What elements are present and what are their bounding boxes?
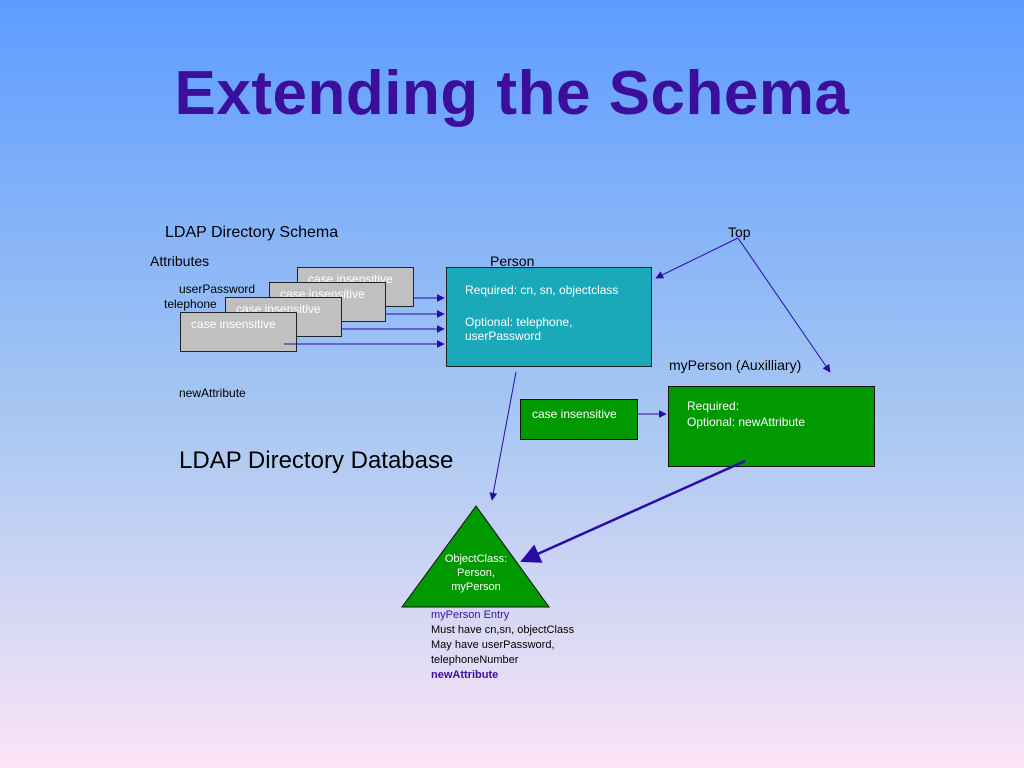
entry-must-have: Must have cn,sn, objectClass: [431, 624, 575, 636]
slide-title: Extending the Schema: [174, 59, 850, 128]
myperson-required: Required:: [687, 399, 740, 413]
myperson-to-entry-arrow: [520, 459, 746, 563]
myperson-optional: Optional: newAttribute: [687, 415, 806, 429]
person-to-entry-arrow: [489, 371, 517, 501]
triangle-line-2: Person,: [457, 567, 495, 579]
attr-user-password-label: userPassword: [179, 282, 256, 296]
new-attribute-label: newAttribute: [179, 386, 246, 400]
attribute-card-text: case insensitive: [191, 317, 276, 331]
myperson-label: myPerson (Auxilliary): [669, 357, 802, 373]
attribute-card-4[interactable]: case insensitive: [180, 312, 297, 352]
person-objectclass-box[interactable]: Required: cn, sn, objectclass Optional: …: [446, 267, 652, 367]
entry-new-attribute: newAttribute: [431, 669, 499, 681]
myperson-objectclass-box[interactable]: Required: Optional: newAttribute: [668, 386, 875, 467]
person-label: Person: [490, 253, 535, 269]
attr-telephone-label: telephone: [164, 297, 217, 311]
person-required: Required: cn, sn, objectclass: [465, 283, 619, 297]
person-optional: Optional: telephone,: [465, 315, 573, 329]
entry-triangle-label: ObjectClass: Person, myPerson: [426, 552, 526, 594]
attributes-label: Attributes: [150, 253, 210, 269]
schema-heading: LDAP Directory Schema: [165, 224, 339, 241]
database-heading: LDAP Directory Database: [179, 447, 454, 474]
new-attribute-card[interactable]: case insensitive: [520, 399, 638, 440]
triangle-line-3: myPerson: [451, 581, 501, 593]
triangle-line-1: ObjectClass:: [444, 553, 508, 565]
top-label: Top: [728, 224, 751, 240]
entry-may-have: May have userPassword,: [431, 639, 555, 651]
new-attribute-card-text: case insensitive: [532, 407, 617, 421]
top-to-myperson-arrow: [737, 237, 831, 373]
entry-title: myPerson Entry: [431, 609, 510, 621]
top-to-person-arrow: [655, 237, 739, 279]
entry-telephone: telephoneNumber: [431, 654, 519, 666]
person-optional-cont: userPassword: [465, 329, 542, 343]
entry-description: myPerson Entry Must have cn,sn, objectCl…: [431, 608, 574, 683]
